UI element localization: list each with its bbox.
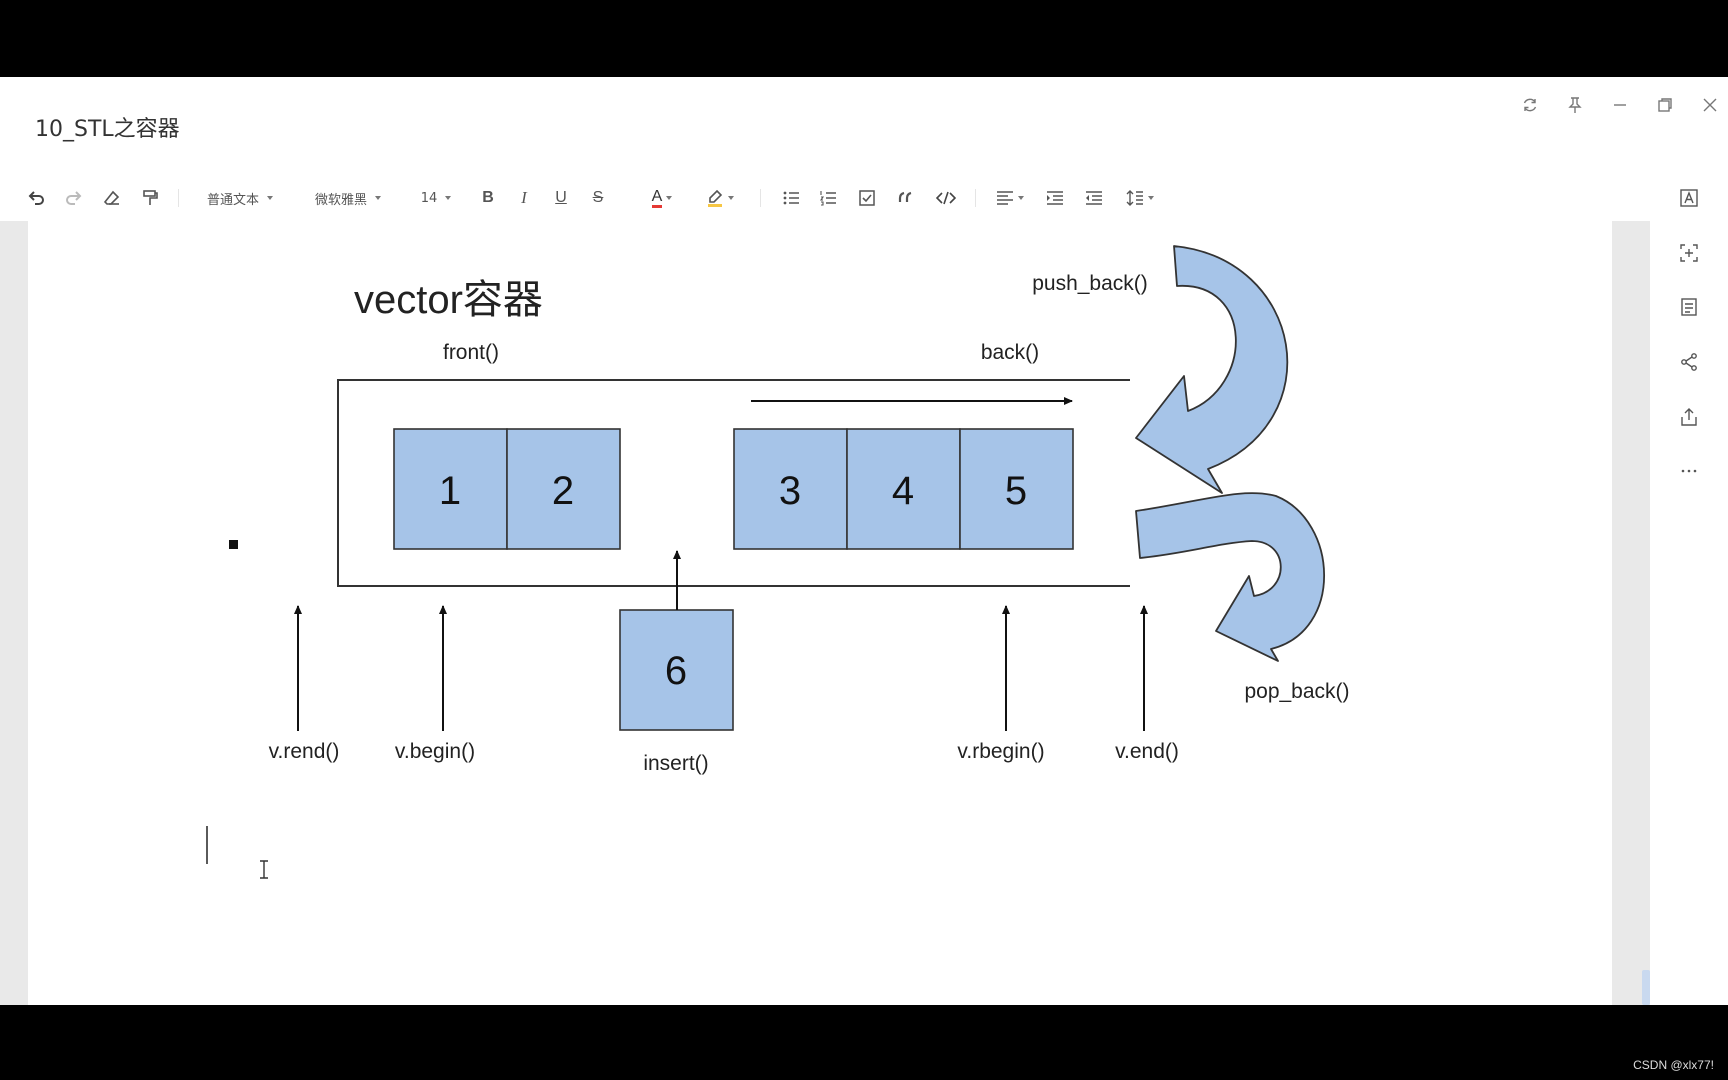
export-icon[interactable] <box>1674 402 1704 432</box>
add-block-icon[interactable] <box>1674 238 1704 268</box>
rend-label: v.rend() <box>269 740 340 763</box>
pop-back-label: pop_back() <box>1244 680 1349 703</box>
text-style-dropdown[interactable]: 普通文本 <box>200 183 280 213</box>
line-spacing-icon <box>1126 190 1143 206</box>
document-page[interactable]: vector容器 front() back() 1 2 3 4 5 6 inse… <box>28 221 1612 1005</box>
vector-container-outline <box>337 379 1130 587</box>
ibeam-cursor-icon <box>260 860 268 879</box>
push-back-arrow <box>1135 245 1289 494</box>
rbegin-label: v.rbegin() <box>957 740 1044 763</box>
close-icon[interactable] <box>1692 91 1728 119</box>
cell-value: 4 <box>892 469 914 513</box>
restore-icon[interactable] <box>1647 91 1683 119</box>
vector-container-diagram: vector容器 front() back() 1 2 3 4 5 6 inse… <box>206 245 1350 879</box>
back-label: back() <box>981 341 1039 364</box>
document-title[interactable]: 10_STL之容器 <box>35 117 180 142</box>
insert-cell <box>619 609 734 731</box>
text-color-button[interactable]: A <box>640 183 684 213</box>
right-sidebar <box>1650 175 1728 1005</box>
eraser-icon[interactable] <box>96 183 128 213</box>
pop-back-arrow <box>1135 492 1326 662</box>
bold-button[interactable]: B <box>482 189 494 206</box>
font-family-dropdown[interactable]: 微软雅黑 <box>312 183 384 213</box>
share-icon[interactable] <box>1674 347 1704 377</box>
align-left-icon <box>997 191 1013 205</box>
diagram-title: vector容器 <box>354 278 543 322</box>
chevron-down-icon <box>375 196 381 200</box>
checklist-icon[interactable] <box>852 183 882 213</box>
line-spacing-dropdown[interactable] <box>1118 183 1162 213</box>
highlighter-icon <box>708 189 723 207</box>
vertical-scrollbar[interactable] <box>1642 970 1650 1005</box>
align-dropdown[interactable] <box>988 183 1032 213</box>
front-label: front() <box>443 341 499 364</box>
numbered-list-icon[interactable] <box>813 183 843 213</box>
font-size-dropdown[interactable]: 14 <box>418 183 454 213</box>
font-size-value: 14 <box>420 190 438 206</box>
chevron-down-icon <box>267 196 273 200</box>
chevron-down-icon <box>1148 196 1154 200</box>
redo-icon[interactable] <box>58 183 90 213</box>
chevron-down-icon <box>728 196 734 200</box>
bullet-list-icon[interactable] <box>776 183 806 213</box>
cell-value: 2 <box>552 469 574 513</box>
chevron-down-icon <box>445 196 452 200</box>
indent-decrease-icon[interactable] <box>1079 183 1109 213</box>
indent-increase-icon[interactable] <box>1040 183 1070 213</box>
begin-label: v.begin() <box>395 740 475 763</box>
end-label: v.end() <box>1115 740 1179 763</box>
vector-cell <box>846 428 961 550</box>
vector-cell <box>733 428 848 550</box>
font-family-value: 微软雅黑 <box>314 192 367 208</box>
title-bar: 10_STL之容器 <box>0 77 1728 175</box>
insert-cell-value: 6 <box>665 649 687 693</box>
highlight-button[interactable] <box>698 183 742 213</box>
editor-window: 10_STL之容器 普通文本 <box>0 77 1728 1005</box>
vector-cell <box>506 428 621 550</box>
chevron-down-icon <box>1018 196 1024 200</box>
formatting-toolbar: 普通文本 微软雅黑 14 B I U S A <box>0 175 1650 222</box>
underline-button[interactable]: U <box>555 189 567 206</box>
font-panel-icon[interactable] <box>1674 183 1704 213</box>
cell-value: 5 <box>1005 469 1027 513</box>
cell-value: 3 <box>779 469 801 513</box>
code-icon[interactable] <box>930 183 962 213</box>
watermark-text: CSDN @xlx77! <box>1633 1058 1714 1072</box>
italic-button[interactable]: I <box>521 188 527 207</box>
insert-label: insert() <box>643 752 708 775</box>
text-color-label: A <box>651 188 663 208</box>
chevron-down-icon <box>666 196 673 200</box>
vector-cell <box>959 428 1074 550</box>
outline-icon[interactable] <box>1674 292 1704 322</box>
sync-icon[interactable] <box>1512 91 1548 119</box>
pin-icon[interactable] <box>1557 91 1593 119</box>
push-back-label: push_back() <box>1032 272 1148 295</box>
minimize-icon[interactable] <box>1602 91 1638 119</box>
bullet-square <box>229 540 238 549</box>
quote-icon[interactable] <box>891 183 921 213</box>
cell-value: 1 <box>439 469 461 513</box>
text-style-value: 普通文本 <box>206 192 259 208</box>
format-painter-icon[interactable] <box>134 183 166 213</box>
more-icon[interactable] <box>1674 456 1704 486</box>
strikethrough-button[interactable]: S <box>592 189 604 206</box>
undo-icon[interactable] <box>20 183 52 213</box>
